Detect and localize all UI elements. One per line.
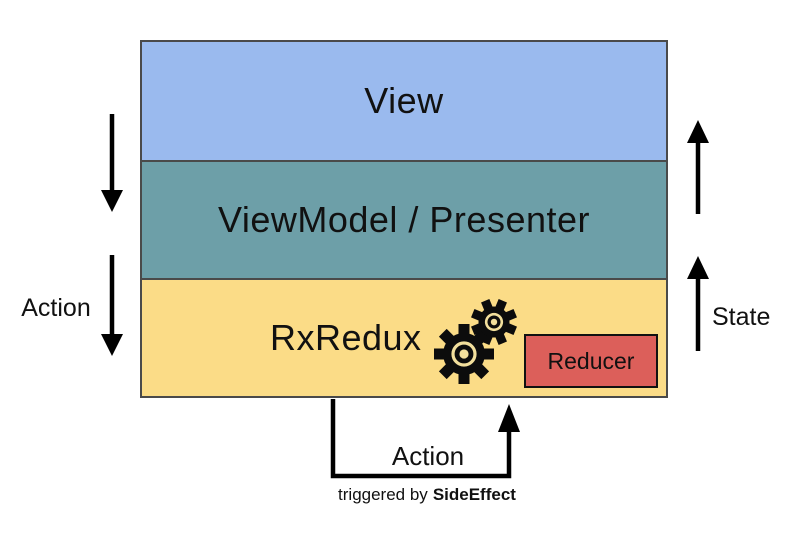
- architecture-box: View ViewModel / Presenter RxRedux: [140, 40, 668, 398]
- state-up-arrowhead-top: [687, 120, 709, 143]
- action-down-arrowhead-top: [101, 190, 123, 212]
- sideeffect-caption-bold: SideEffect: [432, 485, 516, 504]
- sideeffect-action-label: Action: [391, 441, 465, 471]
- gear-small: [471, 299, 517, 345]
- layer-viewmodel-presenter: ViewModel / Presenter: [142, 160, 666, 278]
- gear-large: [434, 324, 494, 384]
- sideeffect-caption-prefix: triggered by: [338, 485, 428, 504]
- layer-view: View: [142, 42, 666, 160]
- gears-icon: [434, 299, 517, 384]
- reducer-box: Reducer: [524, 334, 658, 388]
- state-up-arrowhead-bottom: [687, 256, 709, 279]
- sideeffect-action-arrowhead: [498, 404, 520, 432]
- layer-rxredux: RxRedux: [142, 278, 666, 396]
- layer-view-label: View: [364, 80, 444, 121]
- state-flow-label: State: [712, 303, 771, 331]
- action-down-arrowhead-bottom: [101, 334, 123, 356]
- layer-rxredux-label: RxRedux: [270, 317, 422, 358]
- layer-viewmodel-presenter-label: ViewModel / Presenter: [217, 199, 590, 240]
- action-flow-label: Action: [21, 294, 91, 322]
- reducer-label: Reducer: [547, 347, 635, 374]
